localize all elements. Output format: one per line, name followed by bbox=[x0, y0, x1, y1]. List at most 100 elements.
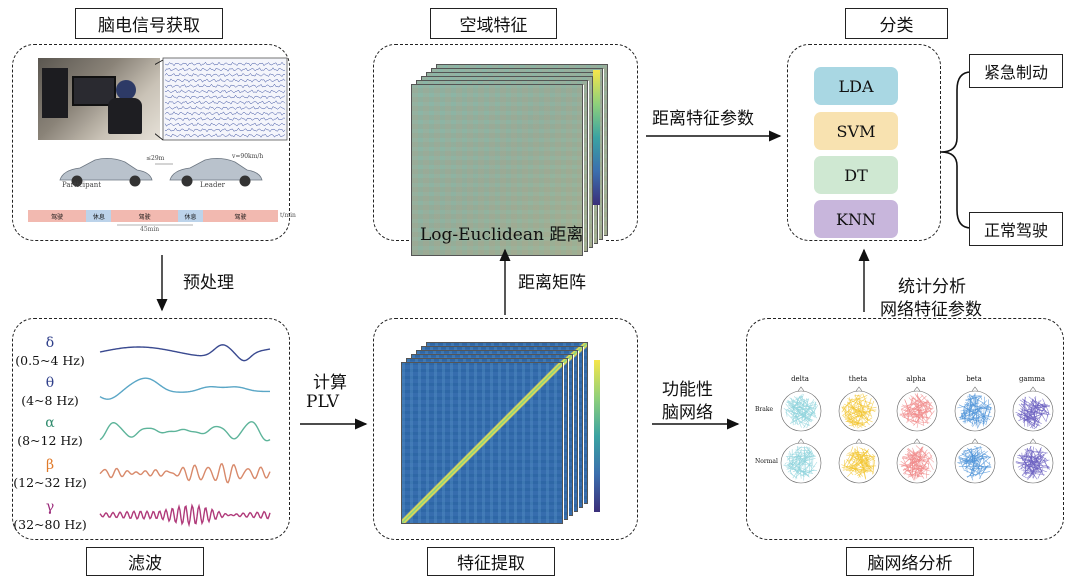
plv-colorbar bbox=[594, 360, 600, 512]
duration-label: 45min bbox=[140, 226, 160, 233]
eeg-channel-trace bbox=[164, 72, 286, 78]
band-waveform-2 bbox=[99, 421, 271, 442]
spatial-feature-title: 空域特征 bbox=[430, 8, 557, 39]
eeg-channel-trace bbox=[164, 61, 286, 67]
participant-car-icon bbox=[59, 158, 153, 187]
log-euclidean-caption: Log-Euclidean 距离 bbox=[420, 225, 584, 245]
eeg-channel-trace bbox=[164, 105, 286, 111]
eeg-trace-plot bbox=[155, 57, 288, 141]
band-symbol: β bbox=[45, 457, 55, 473]
output-brace bbox=[940, 71, 972, 229]
network-row-label: Normal bbox=[755, 458, 778, 465]
statistical-analysis-label: 统计分析 bbox=[898, 277, 966, 297]
functional-label: 功能性 bbox=[662, 380, 713, 400]
network-row-label: Brake bbox=[755, 406, 774, 413]
pc-tower bbox=[42, 68, 68, 118]
band-symbol: θ bbox=[45, 375, 55, 391]
eeg-acquisition-panel bbox=[12, 44, 290, 241]
eeg-channel-trace bbox=[164, 116, 286, 122]
band-waveforms bbox=[99, 344, 271, 528]
eeg-acquisition-title-text: 脑电信号获取 bbox=[98, 16, 200, 36]
eeg-channel-trace bbox=[164, 67, 286, 72]
eeg-channel-trace bbox=[164, 111, 286, 116]
classifier-knn: KNN bbox=[814, 200, 898, 238]
classifier-dt-label: DT bbox=[844, 165, 868, 185]
eeg-channel-trace bbox=[164, 133, 286, 138]
brain-topomap-alpha-normal bbox=[896, 438, 938, 484]
timeline-drive-1: 驾驶 bbox=[28, 210, 87, 222]
band-waveform-0 bbox=[99, 344, 271, 362]
eeg-channel-trace bbox=[164, 94, 286, 100]
band-label-2: α(8~12 Hz) bbox=[8, 415, 92, 449]
feature-extraction-title: 特征提取 bbox=[427, 547, 555, 576]
classification-title-text: 分类 bbox=[879, 16, 914, 36]
classifier-knn-label: KNN bbox=[836, 209, 876, 229]
timeline-drive-3: 驾驶 bbox=[203, 210, 278, 222]
classifier-dt: DT bbox=[814, 156, 898, 194]
distance-matrix-label: 距离矩阵 bbox=[518, 273, 586, 293]
band-range: (0.5~4 Hz) bbox=[15, 353, 85, 368]
network-band-label: beta bbox=[966, 375, 982, 383]
participant-label: Participant bbox=[62, 181, 102, 189]
classification-panel bbox=[787, 44, 941, 241]
speed-label: v=90km/h bbox=[232, 153, 264, 160]
plv-matrix-stack bbox=[395, 330, 605, 530]
eeg-channel-trace bbox=[164, 122, 286, 127]
spatial-feature-title-text: 空域特征 bbox=[459, 16, 528, 36]
band-range: (32~80 Hz) bbox=[13, 517, 87, 532]
band-label-4: γ (32~80 Hz) bbox=[8, 499, 92, 533]
band-symbol: γ bbox=[45, 499, 55, 515]
spatial-matrix-stack bbox=[405, 44, 608, 256]
participant-body bbox=[108, 98, 142, 134]
band-waveform-3 bbox=[99, 462, 271, 484]
output-brake-label: 紧急制动 bbox=[983, 63, 1048, 82]
leader-car-icon bbox=[169, 158, 263, 187]
brain-topomap-theta-normal bbox=[838, 438, 880, 484]
eeg-cap-head bbox=[116, 80, 136, 100]
classification-title: 分类 bbox=[845, 8, 948, 39]
classifier-svm-label: SVM bbox=[836, 121, 876, 141]
output-normal: 正常驾驶 bbox=[969, 212, 1063, 246]
filtering-title: 滤波 bbox=[86, 547, 204, 576]
brain-network-analysis-title: 脑网络分析 bbox=[846, 547, 974, 576]
matrix-sheet bbox=[411, 84, 583, 256]
eeg-traces bbox=[164, 61, 286, 138]
classifier-lda: LDA bbox=[814, 67, 898, 105]
brain-topomap-alpha-brake bbox=[896, 386, 938, 432]
network-band-label: delta bbox=[791, 375, 809, 383]
calc-label: 计算 bbox=[313, 373, 347, 393]
eeg-acquisition-title: 脑电信号获取 bbox=[75, 8, 223, 39]
band-range: (12~32 Hz) bbox=[13, 475, 87, 490]
brain-network-analysis-title-text: 脑网络分析 bbox=[867, 554, 953, 574]
distance-feature-label: 距离特征参数 bbox=[652, 109, 754, 129]
eeg-channel-trace bbox=[164, 78, 286, 83]
network-band-label: theta bbox=[848, 375, 868, 383]
band-label-1: θ(4~8 Hz) bbox=[8, 375, 92, 409]
timeline-rest-1: 休息 bbox=[86, 210, 112, 222]
timeline-rest-2: 休息 bbox=[178, 210, 203, 222]
plv-label: PLV bbox=[306, 392, 339, 412]
brain-topomap-beta-brake bbox=[954, 386, 996, 432]
car-following-scene bbox=[59, 158, 263, 187]
brain-topomap-delta-normal bbox=[780, 438, 822, 484]
matrix-sheet bbox=[401, 362, 563, 524]
experiment-timeline: 驾驶 休息 驾驶 休息 驾驶 bbox=[28, 210, 278, 222]
lab-photo bbox=[38, 58, 160, 140]
preprocess-label: 预处理 bbox=[183, 273, 234, 293]
brain-network-panel bbox=[746, 318, 1064, 540]
eeg-channel-trace bbox=[164, 100, 286, 105]
network-feature-label: 网络特征参数 bbox=[880, 300, 982, 320]
spatial-colorbar bbox=[593, 70, 600, 205]
timeline-drive-2: 驾驶 bbox=[111, 210, 178, 222]
filtering-panel bbox=[12, 318, 290, 540]
brain-topomap-gamma-normal bbox=[1012, 438, 1054, 484]
band-label-3: β (12~32 Hz) bbox=[8, 457, 92, 491]
feature-extraction-panel bbox=[373, 318, 638, 540]
brain-topomap-gamma-brake bbox=[1012, 386, 1054, 432]
band-symbol: δ bbox=[45, 335, 55, 351]
network-band-label: gamma bbox=[1018, 375, 1046, 383]
brain-topomap-theta-brake bbox=[838, 386, 880, 432]
classifier-svm: SVM bbox=[814, 112, 898, 150]
network-band-label: alpha bbox=[906, 375, 926, 383]
